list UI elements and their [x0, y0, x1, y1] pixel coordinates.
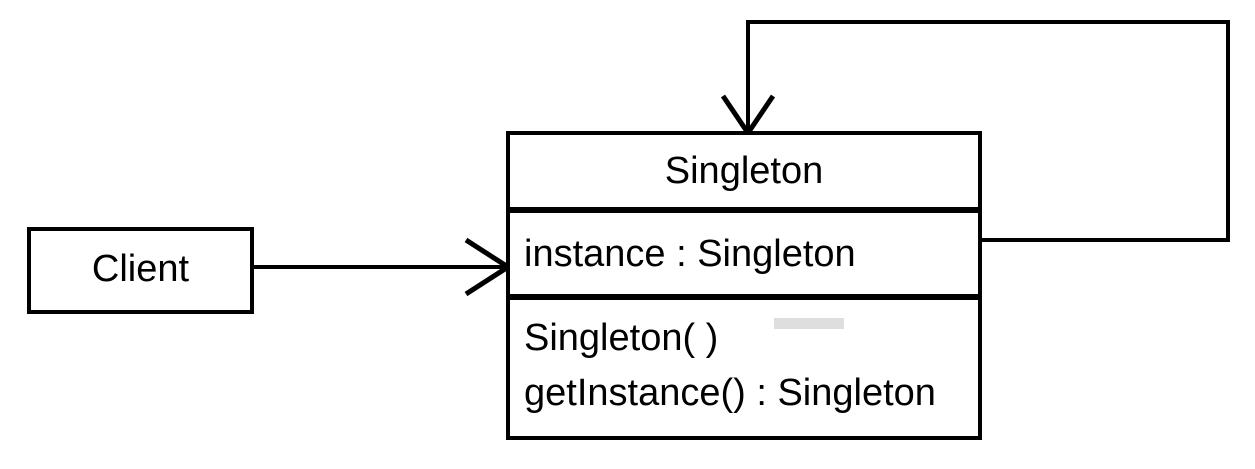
client-box-background	[29, 229, 252, 312]
class-box-singleton[interactable]: Singleton instance : Singleton Singleton…	[506, 131, 982, 440]
singleton-box-outline	[506, 131, 982, 440]
singleton-operation-getinstance: getInstance() : Singleton	[524, 372, 936, 414]
class-box-client[interactable]: Client	[27, 227, 254, 314]
singleton-operation-constructor: Singleton( )	[524, 317, 718, 359]
singleton-class-name: Singleton	[665, 150, 823, 192]
client-class-name: Client	[92, 248, 190, 290]
singleton-attribute-instance: instance : Singleton	[524, 233, 856, 275]
client-box-outline	[27, 227, 254, 314]
faded-text-artifact	[774, 318, 844, 329]
relation-client-uses-singleton[interactable]	[252, 237, 513, 297]
self-loop-path	[746, 20, 1230, 242]
singleton-box-background	[508, 133, 980, 438]
